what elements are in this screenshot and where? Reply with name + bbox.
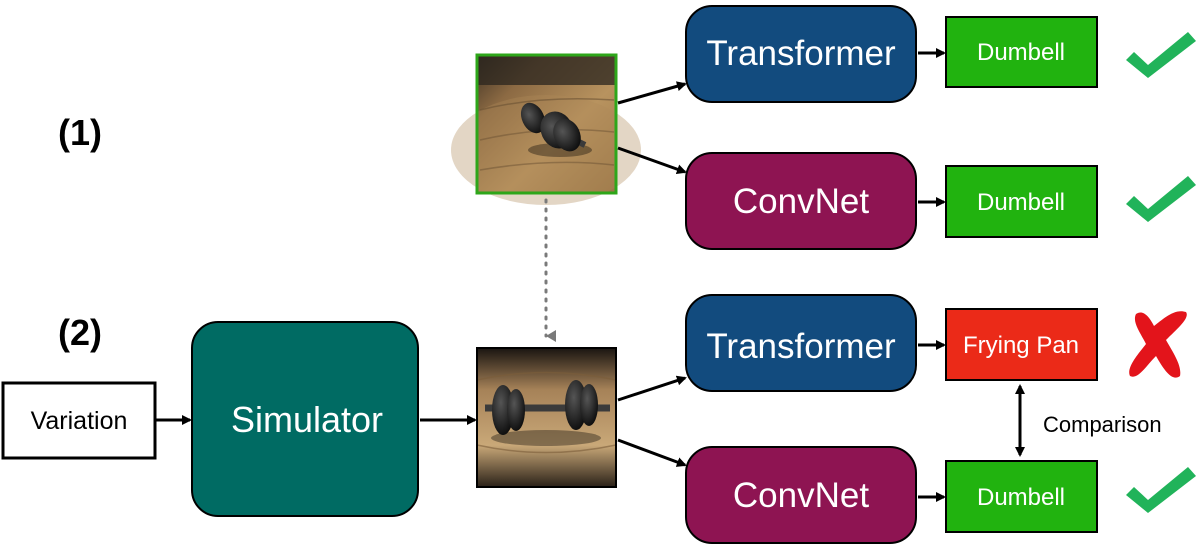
- convnet-label-row2: ConvNet: [733, 476, 869, 515]
- prediction-box-row2-convnet: Dumbell: [945, 460, 1098, 533]
- prediction-box-row1-transformer: Dumbell: [945, 16, 1098, 88]
- row-label-1: (1): [58, 112, 102, 153]
- cross-icon: [1129, 311, 1187, 378]
- transformer-box-row1: Transformer: [685, 5, 917, 103]
- transformer-label-row2: Transformer: [706, 327, 896, 366]
- prediction-label-row2-convnet: Dumbell: [977, 484, 1065, 511]
- simulated-dumbbell-photo: [476, 347, 617, 488]
- convnet-label-row1: ConvNet: [733, 182, 869, 221]
- check-icon: [1126, 176, 1196, 222]
- prediction-box-row1-convnet: Dumbell: [945, 165, 1098, 238]
- prediction-label-row2-transformer: Frying Pan: [963, 332, 1079, 359]
- row-label-2: (2): [58, 312, 102, 353]
- arrow-real-to-convnet: [617, 146, 687, 175]
- prediction-label-row1-transformer: Dumbell: [977, 39, 1065, 66]
- comparison-label: Comparison: [1043, 412, 1162, 437]
- simulator-label: Simulator: [231, 399, 383, 440]
- variation-box: Variation: [1, 381, 157, 460]
- check-icon: [1126, 467, 1196, 513]
- transformer-box-row2: Transformer: [685, 294, 917, 392]
- variation-label: Variation: [31, 407, 128, 435]
- arrow-sim-to-transformer: [617, 375, 687, 402]
- transformer-label-row1: Transformer: [706, 34, 896, 73]
- arrow-real-to-transformer: [617, 81, 687, 105]
- real-dumbbell-photo: [451, 53, 641, 205]
- check-icon: [1126, 32, 1196, 78]
- arrow-sim-to-convnet: [617, 438, 687, 467]
- convnet-box-row1: ConvNet: [685, 152, 917, 250]
- simulator-box: Simulator: [191, 321, 419, 517]
- prediction-label-row1-convnet: Dumbell: [977, 189, 1065, 216]
- convnet-box-row2: ConvNet: [685, 446, 917, 544]
- prediction-box-row2-transformer: Frying Pan: [945, 308, 1098, 381]
